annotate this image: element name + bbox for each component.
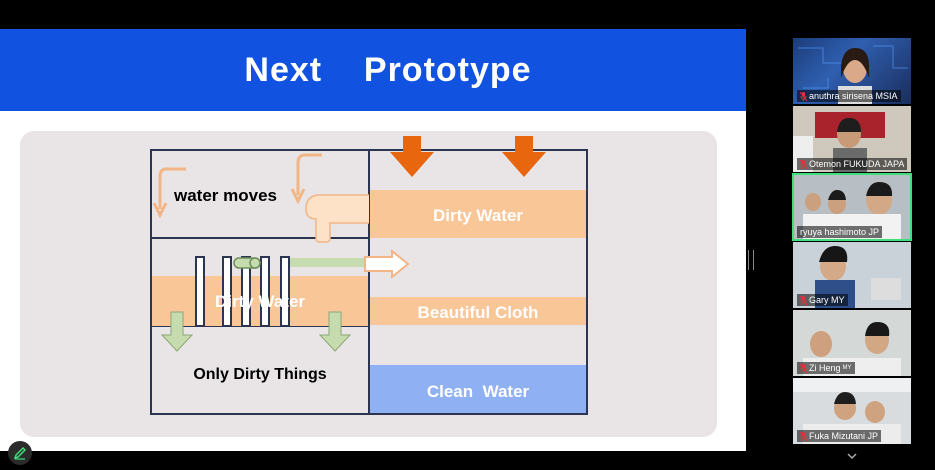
- filter-bar: [260, 256, 270, 327]
- label-water-moves: water moves: [173, 186, 277, 205]
- screen-share-area: Next Prototype: [0, 29, 746, 465]
- label-clean-water: Clean Water: [427, 382, 530, 401]
- participant-tile[interactable]: anuthra sirisena MSIA: [793, 38, 911, 104]
- label-beautiful-cloth: Beautiful Cloth: [418, 303, 539, 322]
- participant-tile-active[interactable]: ryuya hashimoto JP: [792, 173, 912, 241]
- participant-gallery: anuthra sirisena MSIA Otemon FUKUDA JAPA: [788, 34, 916, 449]
- participant-tile[interactable]: Zi Heng MY: [793, 310, 911, 376]
- mic-muted-icon: [800, 431, 807, 441]
- participant-name: ryuya hashimoto JP: [797, 226, 883, 238]
- green-rod-cap: [249, 257, 261, 269]
- participant-tile[interactable]: Fuka Mizutani JP: [793, 378, 911, 444]
- participant-name: Zi Heng MY: [797, 362, 855, 374]
- mic-muted-icon: [800, 363, 807, 373]
- panel-resize-handle[interactable]: [748, 250, 754, 270]
- participant-name: Otemon FUKUDA JAPA: [797, 158, 908, 170]
- label-dirty-water-left: Dirty Water: [215, 292, 305, 311]
- participant-name: Fuka Mizutani JP: [797, 430, 882, 442]
- beautiful-cloth-fill: [370, 297, 586, 325]
- filter-bar: [195, 256, 205, 327]
- participant-tile[interactable]: Otemon FUKUDA JAPA: [793, 106, 911, 172]
- slide-title: Next Prototype: [244, 50, 532, 89]
- pipe: [305, 194, 369, 243]
- chevron-down-icon[interactable]: [846, 450, 858, 462]
- participant-name: anuthra sirisena MSIA: [797, 90, 901, 102]
- annotate-button[interactable]: [8, 441, 32, 465]
- green-bar: [290, 258, 364, 267]
- presentation-slide: Next Prototype: [0, 29, 746, 451]
- participant-name: Gary MY: [797, 294, 848, 306]
- mic-muted-icon: [800, 91, 807, 101]
- orange-down-arrow-right: [502, 136, 546, 177]
- diagram-panel: water moves Dirty Water Dirty Water Beau…: [20, 131, 717, 437]
- curved-arrow-left: [152, 167, 186, 219]
- label-only-dirty-things: Only Dirty Things: [193, 366, 326, 383]
- mic-muted-icon: [800, 159, 807, 169]
- prototype-diagram: water moves Dirty Water Dirty Water Beau…: [150, 136, 588, 415]
- slide-header: Next Prototype: [0, 29, 746, 111]
- participant-tile[interactable]: Gary MY: [793, 242, 911, 308]
- filter-bar: [280, 256, 290, 327]
- orange-down-arrow-left: [390, 136, 434, 177]
- filter-bar: [241, 256, 251, 327]
- green-down-arrow-right: [318, 311, 352, 352]
- label-dirty-water-top: Dirty Water: [433, 206, 523, 225]
- green-down-arrow-left: [160, 311, 194, 352]
- right-arrow: [364, 248, 410, 280]
- pencil-icon: [13, 446, 27, 460]
- dirty-water-top-fill: [370, 190, 586, 238]
- filter-bar: [222, 256, 232, 327]
- mic-muted-icon: [800, 295, 807, 305]
- curved-arrow-pipe: [290, 153, 322, 205]
- clean-water-fill: [370, 365, 586, 413]
